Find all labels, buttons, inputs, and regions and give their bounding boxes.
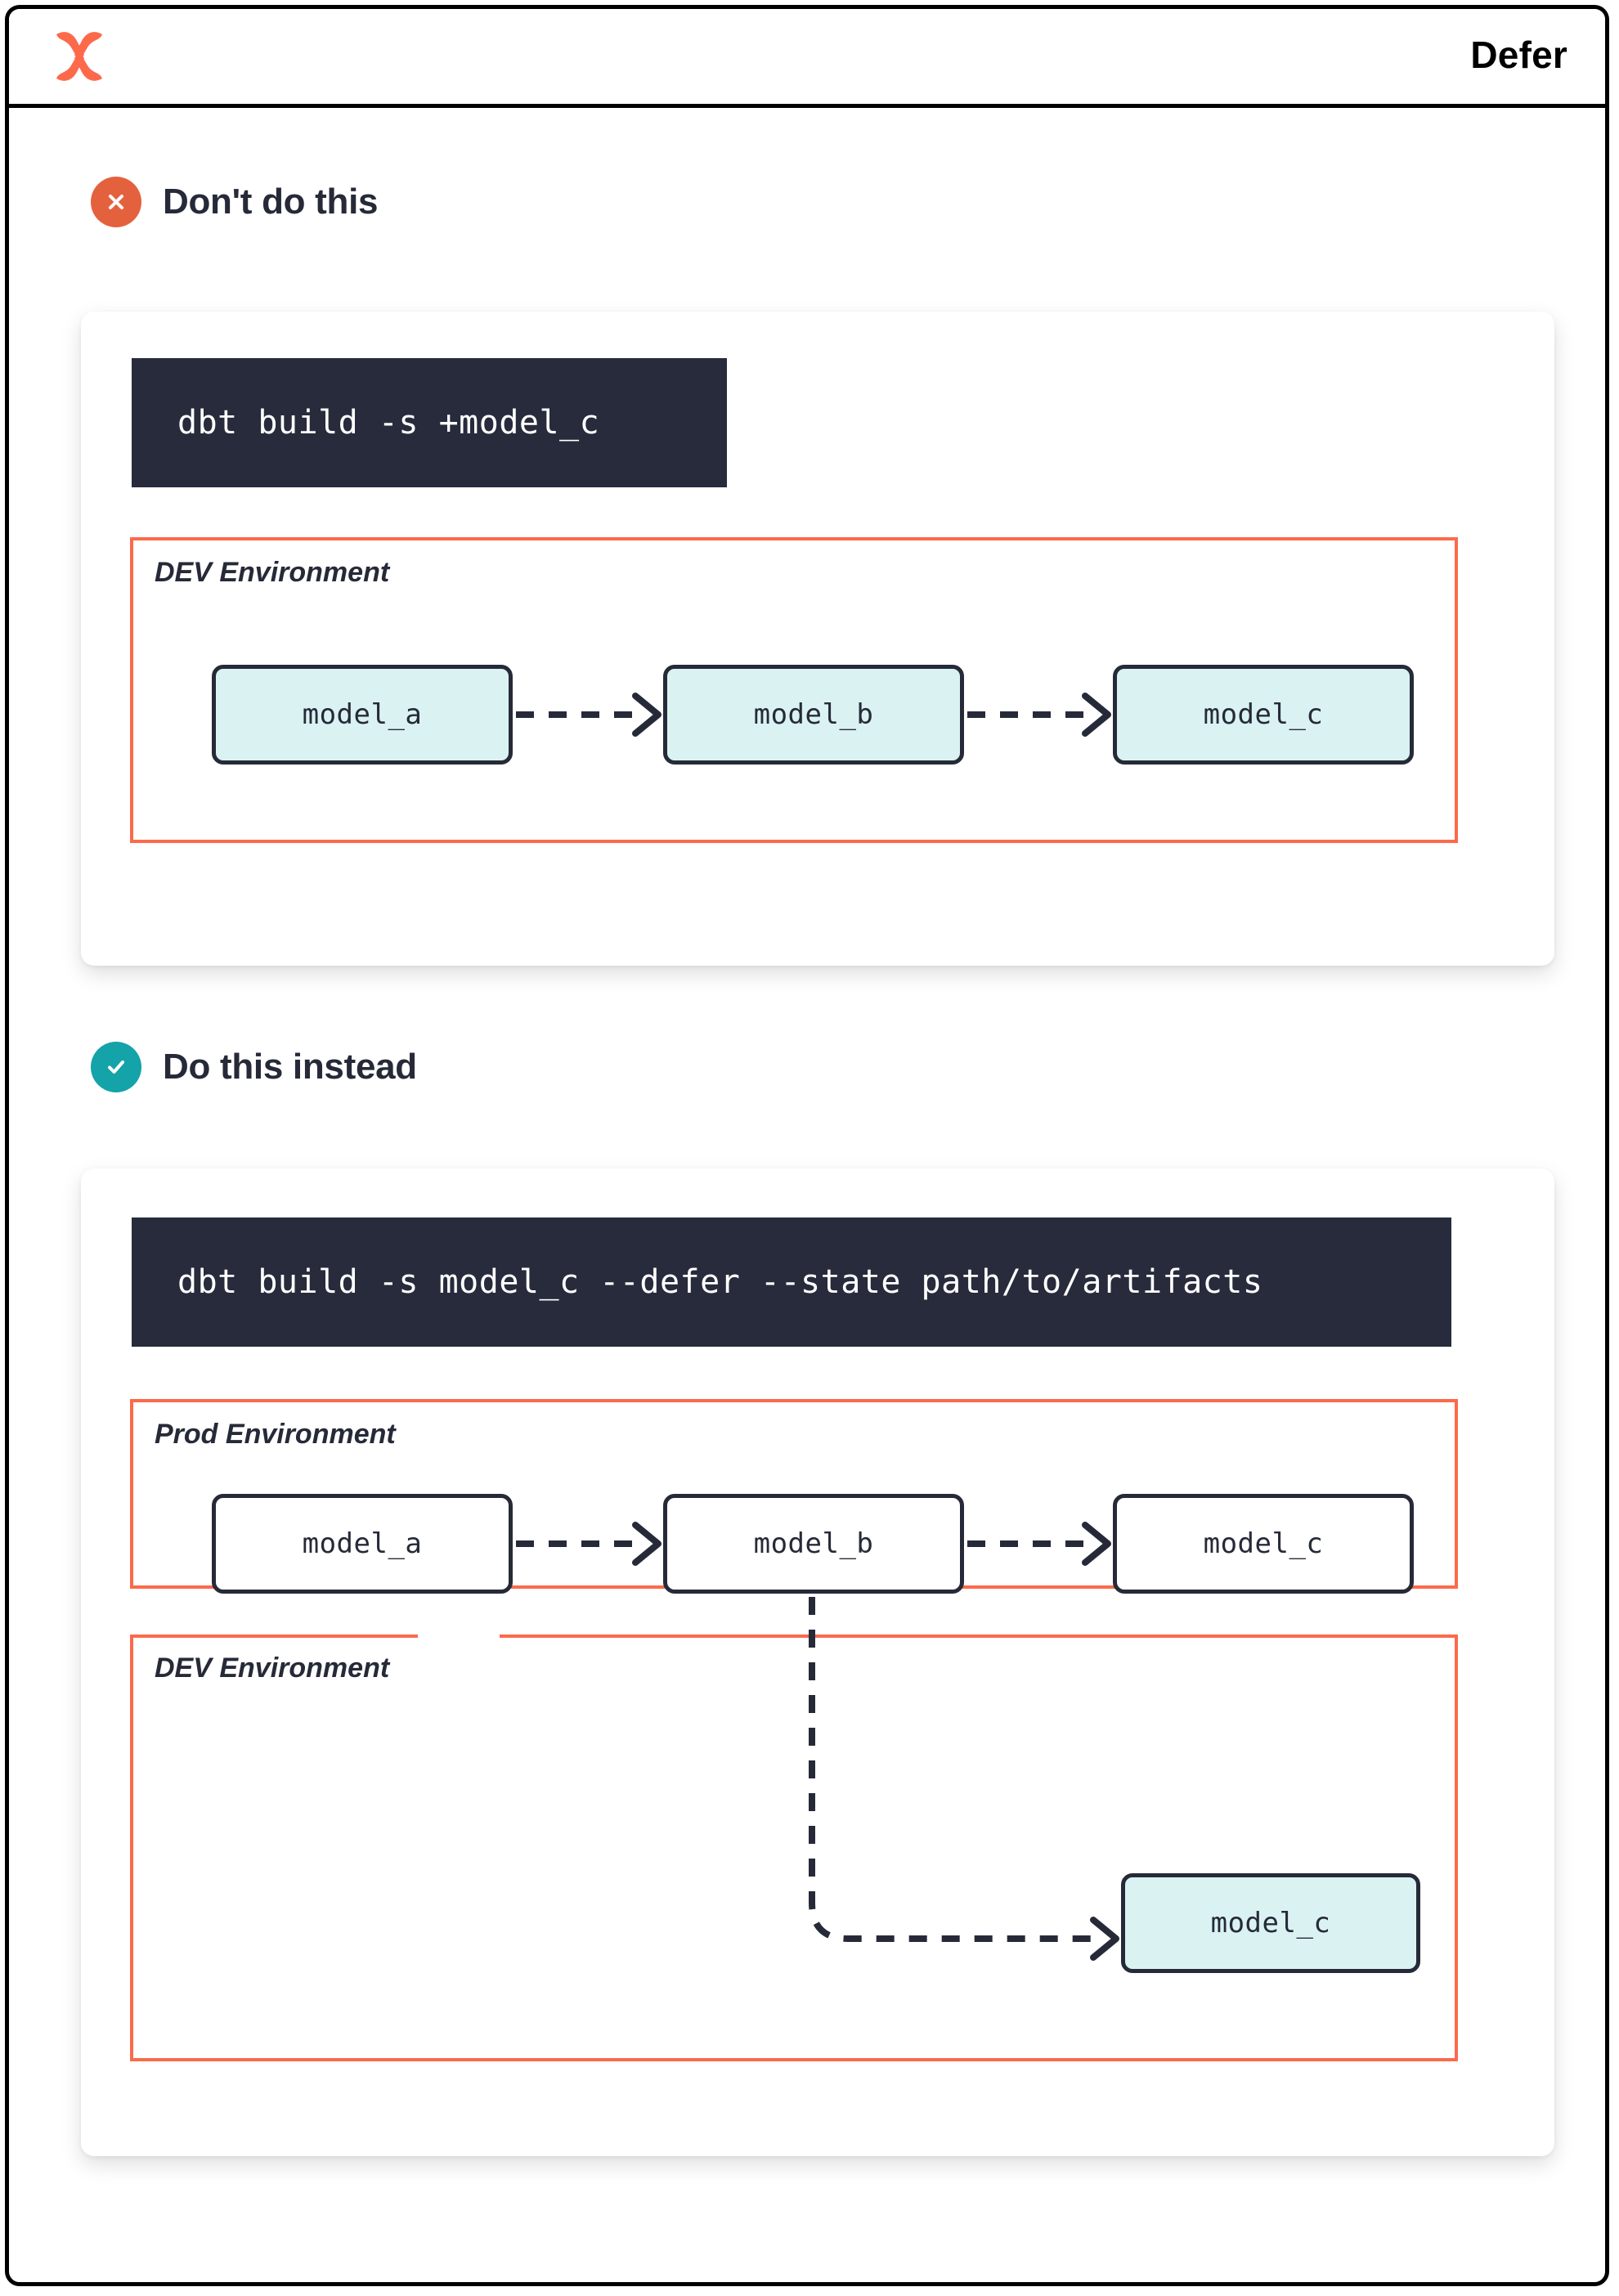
env-box-prod <box>130 1399 1458 1589</box>
command-text: dbt build -s model_c --defer --state pat… <box>177 1263 1263 1301</box>
model-node-label: model_b <box>753 698 874 731</box>
model-node-label: model_c <box>1203 1527 1324 1560</box>
card-do-this-instead: dbt build -s model_c --defer --state pat… <box>81 1168 1554 2156</box>
model-node-label: model_b <box>753 1527 874 1560</box>
model-node-model-a[interactable]: model_a <box>212 665 513 765</box>
command-text: dbt build -s +model_c <box>177 404 600 442</box>
env-box-prod-bottom-right <box>500 1585 1458 1589</box>
env-label-dev-1: DEV Environment <box>155 557 390 588</box>
env-box-dev-2-top-left <box>130 1635 418 1638</box>
section-header-do-this-instead: Do this instead <box>91 1042 417 1092</box>
model-node-prod-model-c[interactable]: model_c <box>1113 1494 1414 1594</box>
card-dont-do-this: dbt build -s +model_c DEV Environment mo… <box>81 312 1554 966</box>
check-circle-icon <box>91 1042 141 1092</box>
model-node-prod-model-a[interactable]: model_a <box>212 1494 513 1594</box>
env-label-prod: Prod Environment <box>155 1419 396 1450</box>
page-frame: Defer Don't do this dbt build -s +model_… <box>5 5 1609 2286</box>
code-block-do: dbt build -s model_c --defer --state pat… <box>132 1218 1451 1347</box>
env-box-dev-2 <box>130 1635 1458 2061</box>
page-title: Defer <box>1470 34 1567 76</box>
section-title: Do this instead <box>163 1047 417 1087</box>
section-title: Don't do this <box>163 182 379 222</box>
dbt-x-logo-icon <box>48 25 110 87</box>
model-node-dev-model-c[interactable]: model_c <box>1121 1873 1420 1973</box>
env-label-dev-2: DEV Environment <box>155 1652 390 1684</box>
code-block-dont: dbt build -s +model_c <box>132 358 727 487</box>
model-node-prod-model-b[interactable]: model_b <box>663 1494 964 1594</box>
env-box-dev-2-top-right <box>500 1635 1458 1638</box>
model-node-model-c[interactable]: model_c <box>1113 665 1414 765</box>
model-node-label: model_c <box>1210 1907 1331 1939</box>
top-bar: Defer <box>9 9 1605 108</box>
model-node-label: model_c <box>1203 698 1324 731</box>
x-circle-icon <box>91 177 141 227</box>
model-node-model-b[interactable]: model_b <box>663 665 964 765</box>
model-node-label: model_a <box>302 1527 423 1560</box>
model-node-label: model_a <box>302 698 423 731</box>
section-header-dont-do-this: Don't do this <box>91 177 378 227</box>
env-box-dev-1 <box>130 537 1458 843</box>
